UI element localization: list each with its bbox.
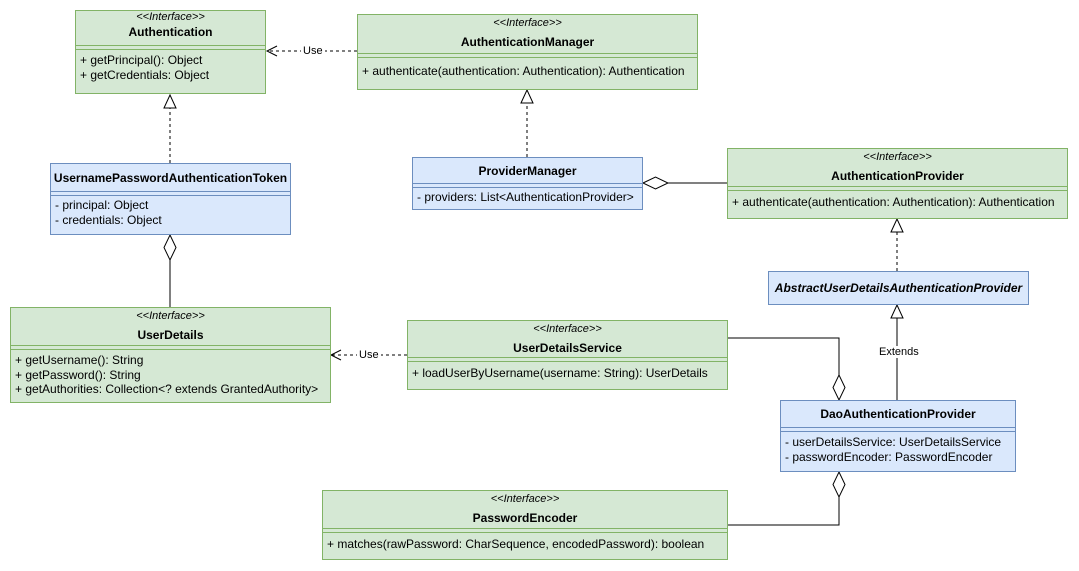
class-abstract-user-details-authentication-provider[interactable]: AbstractUserDetailsAuthenticationProvide… [768, 271, 1029, 305]
class-name: UserDetails [137, 328, 204, 342]
operation: + matches(rawPassword: CharSequence, enc… [327, 537, 705, 551]
aggregation-diamond [832, 373, 846, 402]
class-name: AbstractUserDetailsAuthenticationProvide… [774, 281, 1023, 295]
attribute: - passwordEncoder: PasswordEncoder [785, 450, 993, 464]
section-divider [781, 428, 1015, 432]
edge-label-use: Use [301, 45, 325, 57]
operations-section: + loadUserByUsername(username: String): … [408, 362, 727, 381]
attributes-section: - providers: List<AuthenticationProvider… [413, 188, 642, 205]
stereotype: <<Interface>> [136, 11, 205, 23]
attribute: - principal: Object [55, 198, 149, 212]
dependency-arrowhead [265, 45, 278, 57]
class-user-details[interactable]: <<Interface>> UserDetails + getUsername(… [10, 307, 331, 403]
operation: + authenticate(authentication: Authentic… [732, 195, 1055, 209]
dependency-arrowhead [329, 349, 342, 361]
section-divider [11, 346, 330, 350]
attributes-section: - principal: Object - credentials: Objec… [51, 196, 290, 228]
operations-section: + matches(rawPassword: CharSequence, enc… [323, 533, 727, 552]
operation: + getPassword(): String [15, 367, 141, 382]
realization-arrowhead [890, 217, 904, 233]
class-dao-authentication-provider[interactable]: DaoAuthenticationProvider - userDetailsS… [780, 400, 1016, 472]
class-name: AuthenticationManager [460, 35, 595, 49]
realization-arrowhead [163, 93, 177, 109]
generalization-arrowhead [890, 303, 904, 319]
section-divider [323, 529, 727, 533]
class-user-details-service[interactable]: <<Interface>> UserDetailsService + loadU… [407, 320, 728, 390]
class-username-password-authentication-token[interactable]: UsernamePasswordAuthenticationToken - pr… [50, 163, 291, 235]
class-name: ProviderManager [478, 164, 577, 178]
class-name: AuthenticationProvider [831, 169, 964, 183]
edge-label-extends: Extends [877, 346, 921, 358]
section-divider [408, 358, 727, 362]
operation: + getAuthorities: Collection<? extends G… [15, 382, 319, 396]
operations-section: + getPrincipal(): Object + getCredential… [76, 50, 265, 83]
operations-section: + authenticate(authentication: Authentic… [358, 58, 697, 79]
realization-arrowhead [520, 88, 534, 104]
class-authentication-manager[interactable]: <<Interface>> AuthenticationManager + au… [357, 14, 698, 90]
operations-section: + authenticate(authentication: Authentic… [728, 191, 1067, 210]
section-divider [413, 184, 642, 188]
operation: + authenticate(authentication: Authentic… [362, 64, 685, 78]
stereotype: <<Interface>> [533, 323, 602, 335]
class-name: Authentication [128, 25, 213, 39]
attributes-section: - userDetailsService: UserDetailsService… [781, 432, 1015, 465]
section-divider [358, 54, 697, 58]
operation: + loadUserByUsername(username: String): … [412, 366, 708, 380]
section-divider [728, 187, 1067, 191]
stereotype: <<Interface>> [490, 493, 560, 505]
class-password-encoder[interactable]: <<Interface>> PasswordEncoder + matches(… [322, 490, 728, 560]
attribute: - providers: List<AuthenticationProvider… [417, 190, 634, 204]
aggregation-diamond [163, 233, 177, 262]
aggregation-diamond [832, 470, 846, 499]
operation: + getUsername(): String [15, 353, 144, 367]
class-name: UserDetailsService [513, 341, 622, 355]
section-divider [51, 192, 290, 196]
attribute: - credentials: Object [55, 213, 162, 227]
stereotype: <<Interface>> [493, 17, 562, 29]
operation: + getPrincipal(): Object [80, 53, 203, 67]
aggregation-diamond [641, 176, 670, 190]
class-authentication-provider[interactable]: <<Interface>> AuthenticationProvider + a… [727, 148, 1068, 219]
class-authentication[interactable]: <<Interface>> Authentication + getPrinci… [75, 10, 266, 94]
section-divider [76, 46, 265, 50]
stereotype: <<Interface>> [136, 310, 205, 322]
operations-section: + getUsername(): String + getPassword():… [11, 350, 330, 397]
edge-label-use: Use [357, 349, 381, 361]
operation: + getCredentials: Object [80, 68, 210, 82]
class-name: PasswordEncoder [472, 511, 578, 525]
class-name: UsernamePasswordAuthenticationToken [53, 171, 288, 185]
class-provider-manager[interactable]: ProviderManager - providers: List<Authen… [412, 157, 643, 210]
attribute: - userDetailsService: UserDetailsService [785, 435, 1002, 449]
edge-dao-aggregates-encoder [728, 497, 840, 526]
class-name: DaoAuthenticationProvider [820, 407, 976, 421]
edge-dao-aggregates-service [728, 337, 840, 375]
stereotype: <<Interface>> [863, 151, 932, 163]
